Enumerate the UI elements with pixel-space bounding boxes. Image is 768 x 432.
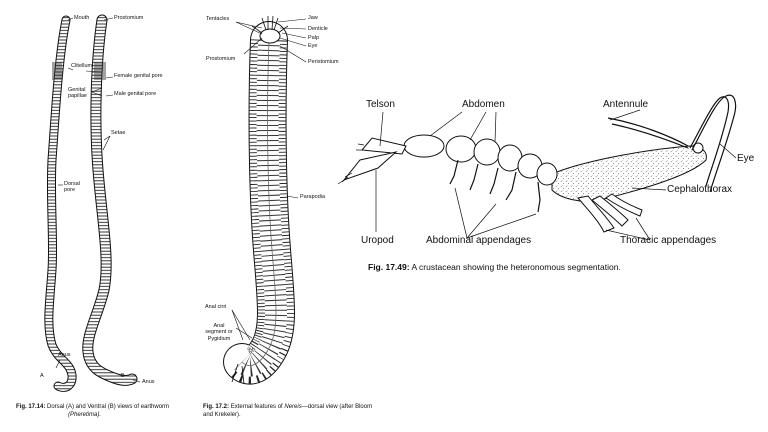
label-male-genital-pore: Male genital pore [114, 91, 157, 97]
label-parapodia: Parapodia [300, 194, 326, 200]
caption-nereis-text-post: —dorsal view (after Bloom and Krekeler). [203, 404, 373, 418]
label-abdomen: Abdomen [462, 99, 505, 110]
label-eye-nereis: Eye [308, 43, 318, 49]
nereis-drawing [223, 15, 295, 385]
label-anus-a: Anus [58, 352, 71, 358]
earthworm-dorsal-drawing [44, 15, 77, 392]
label-tentacles: Tentacles [206, 16, 230, 22]
caption-earthworm-species: (Pheretima). [68, 411, 102, 418]
label-setae: Setae [111, 130, 126, 136]
label-letter-a: A [40, 373, 44, 379]
label-jaw: Jaw [308, 15, 318, 21]
earthworm-leader-lines [55, 17, 141, 383]
label-anus-b: Anus [142, 379, 155, 385]
label-eye-crustacean: Eye [737, 153, 755, 164]
clitellum-band-b [94, 62, 106, 80]
caption-nereis-text-pre: External features of [230, 404, 283, 410]
label-antennule: Antennule [603, 99, 649, 110]
caption-crustacean: Fig. 17.49: A crustacean showing the het… [368, 263, 621, 272]
label-clitellum: Clitellum [71, 63, 93, 69]
label-genital-papillae: Genital papillae [68, 87, 87, 100]
caption-nereis-genus: Nereis [284, 404, 302, 410]
caption-crustacean-text: A crustacean showing the heteronomous se… [411, 262, 621, 272]
label-letter-b: B [121, 373, 125, 379]
label-anal-cirri: Anal cirri [205, 304, 227, 310]
caption-nereis-fig: Fig. 17.2: [203, 404, 230, 410]
label-peristomium: Peristomium [308, 59, 339, 65]
label-female-genital-pore: Female genital pore [114, 73, 163, 79]
label-anal-segment: Anal segment or Pygidium [205, 323, 233, 342]
label-abdominal-appendages: Abdominal appendages [426, 235, 532, 246]
label-cephalothorax: Cephalothorax [667, 184, 733, 195]
caption-earthworm: Fig. 17.14: Dorsal (A) and Ventral (B) v… [16, 404, 186, 419]
label-denticle: Denticle [308, 26, 328, 32]
label-mouth: Mouth [74, 15, 90, 21]
label-prostomium-earthworm: Prostomium [114, 15, 144, 21]
nereis-leader-lines [231, 18, 307, 341]
earthworm-ventral-drawing [82, 14, 138, 386]
crustacean-leader-lines [375, 109, 737, 241]
label-palp: Palp [308, 35, 320, 41]
caption-earthworm-fig: Fig. 17.14: [16, 404, 46, 410]
caption-nereis: Fig. 17.2: External features of Nereis—d… [203, 404, 373, 419]
label-telson: Telson [366, 99, 395, 110]
caption-crustacean-fig: Fig. 17.49: [368, 262, 410, 272]
clitellum-band-a [52, 62, 62, 80]
crustacean-drawing [337, 94, 737, 233]
label-dorsal-pore: Dorsal pore [64, 181, 80, 194]
label-uropod: Uropod [361, 235, 394, 246]
caption-earthworm-text: Dorsal (A) and Ventral (B) views of eart… [47, 404, 170, 410]
label-thoracic-appendages: Thoracic appendages [620, 235, 717, 246]
label-prostomium-nereis: Prostomium [206, 56, 236, 62]
